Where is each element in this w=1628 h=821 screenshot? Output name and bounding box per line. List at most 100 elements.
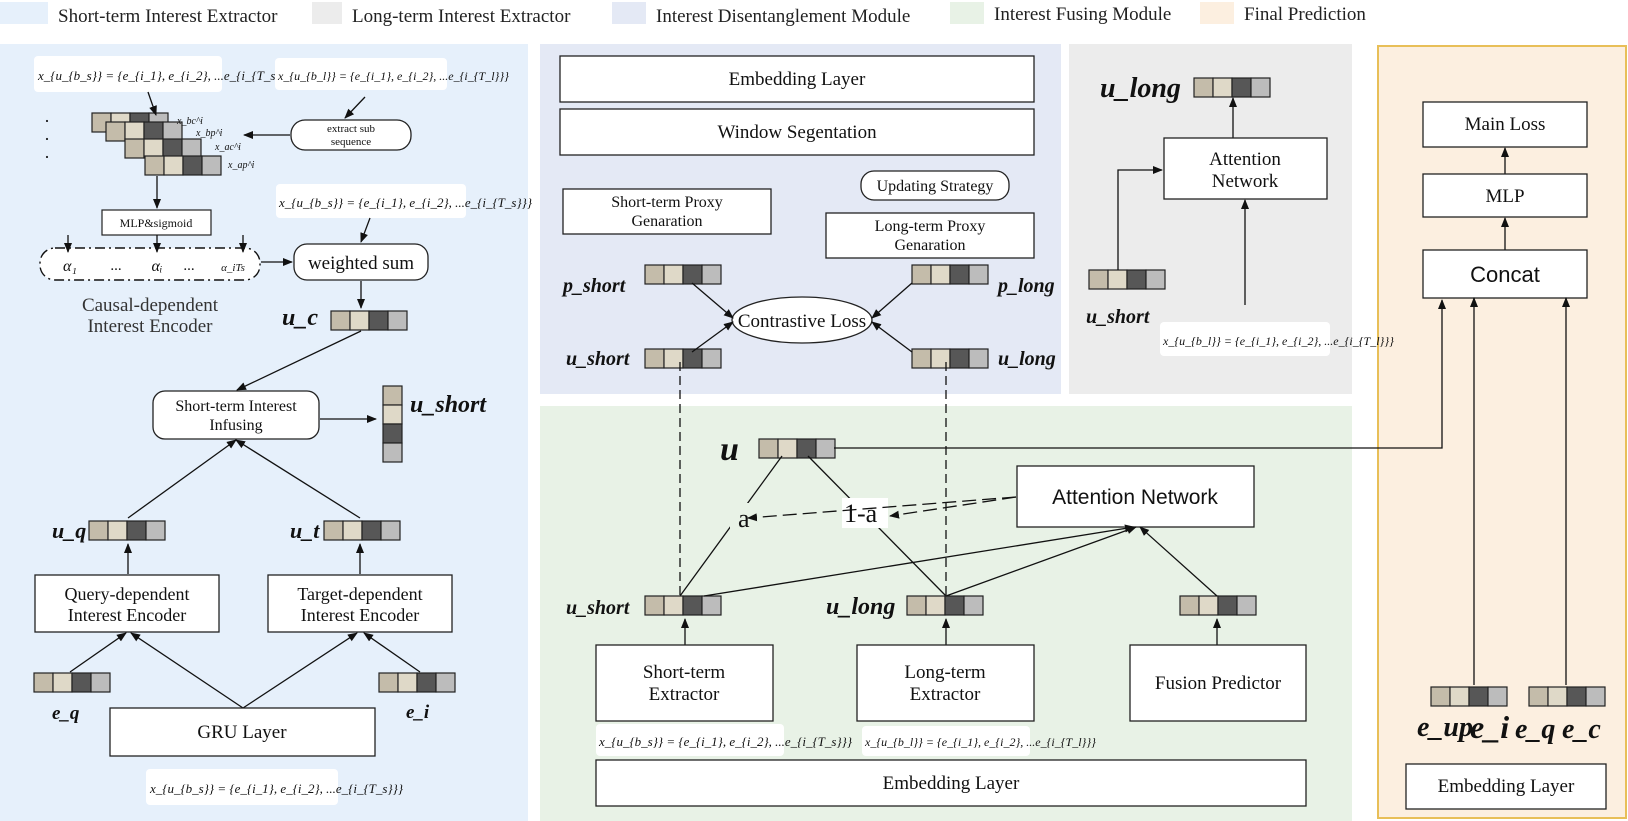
long-proxy-label-2: Genaration — [894, 237, 965, 254]
e-i-final-label: e_i — [1470, 709, 1509, 745]
attention-network-small — [1163, 137, 1328, 200]
stack-label-ac: x_ac^i — [214, 142, 241, 153]
vector-cell — [435, 672, 456, 693]
u-short-left-label: u_short — [410, 392, 487, 418]
seq-short-top: x_{u_{b_s}} = {e_{i_1}, e_{i_2}, ...e_{i… — [37, 68, 292, 83]
vector-cell — [52, 672, 73, 693]
u-fused-label: u — [720, 431, 739, 468]
vector-cell — [330, 310, 351, 331]
vector-cell — [105, 121, 126, 142]
u-short-long-panel-label: u_short — [1086, 306, 1151, 328]
vector-cell — [663, 264, 684, 285]
concat-label: Concat — [1470, 262, 1540, 287]
p-long-vector — [911, 264, 989, 285]
main-loss-label: Main Loss — [1465, 114, 1546, 135]
stack-label-bc: x_bc^i — [176, 116, 203, 127]
u-long-top-vector — [1193, 77, 1271, 98]
vector-cell — [701, 264, 722, 285]
vector-cell — [1198, 595, 1219, 616]
u-fused-vector — [758, 438, 836, 459]
short-term-infusing-box — [152, 390, 320, 440]
query-encoder-label-1: Query-dependent — [65, 584, 190, 604]
vector-cell — [182, 155, 203, 176]
vector-cell — [644, 264, 665, 285]
legend-swatch-disentangle — [612, 2, 646, 24]
short-proxy-box — [562, 188, 772, 235]
fusion-predictor-box — [1129, 644, 1307, 722]
vector-cell — [181, 138, 202, 159]
target-encoder-label-1: Target-dependent — [297, 584, 422, 604]
query-encoder-label-2: Interest Encoder — [68, 605, 186, 625]
seq-long-fusing: x_{u_{b_l}} = {e_{i_1}, e_{i_2}, ...e_{i… — [864, 735, 1096, 749]
attention-network-fusing — [1016, 465, 1255, 528]
legend: Short-term Interest Extractor Long-term … — [0, 2, 1366, 27]
vector-cell — [107, 520, 128, 541]
seq-long-top-bg — [275, 58, 447, 90]
legend-long-label: Long-term Interest Extractor — [352, 6, 571, 27]
attention-network-fusing-label: Attention Network — [1052, 486, 1218, 509]
p-short-vector — [644, 264, 722, 285]
e-c-vector — [1528, 686, 1606, 707]
vector-cell — [88, 520, 109, 541]
e-q-label: e_q — [52, 703, 80, 724]
vector-cell — [949, 264, 970, 285]
attention-small-label-2: Network — [1212, 171, 1279, 192]
short-term-extractor-box — [595, 644, 774, 722]
embedding-layer-top-label: Embedding Layer — [729, 69, 866, 90]
u-q-label: u_q — [52, 518, 86, 543]
target-encoder-box — [267, 574, 453, 633]
vector-cell — [911, 264, 932, 285]
vector-cell — [1088, 269, 1109, 290]
short-infusing-label-2: Infusing — [209, 417, 262, 434]
vector-cell — [145, 520, 166, 541]
extract-sub-label-2: sequence — [331, 136, 371, 148]
vector-cell — [382, 385, 403, 406]
mlp-sigmoid-box — [101, 209, 212, 236]
embedding-layer-final-label: Embedding Layer — [1438, 776, 1575, 797]
vector-cell — [968, 348, 989, 369]
vector-cell — [1107, 269, 1128, 290]
alpha-dots-2: ... — [183, 258, 194, 274]
u-long-fusing-vector — [906, 595, 984, 616]
long-proxy-label-1: Long-term Proxy — [875, 218, 986, 235]
short-infusing-label-1: Short-term Interest — [175, 398, 297, 415]
vector-cell — [1126, 269, 1147, 290]
vector-cell — [378, 672, 399, 693]
vector-cell — [1468, 686, 1489, 707]
e-i-vector — [378, 672, 456, 693]
u-short-fusing-label: u_short — [566, 597, 631, 619]
causal-encoder-title-2: Interest Encoder — [87, 316, 213, 337]
u-short-fusing-vector — [644, 595, 722, 616]
vector-cell — [682, 264, 703, 285]
vector-cell — [930, 348, 951, 369]
vector-cell — [796, 438, 817, 459]
legend-swatch-fusing — [950, 2, 984, 24]
seq-short-fusing: x_{u_{b_s}} = {e_{i_1}, e_{i_2}, ...e_{i… — [598, 734, 853, 749]
vector-cell — [382, 423, 403, 444]
vector-cell — [368, 310, 389, 331]
legend-final-label: Final Prediction — [1244, 4, 1366, 25]
vector-cell — [777, 438, 798, 459]
alpha-1: α₁ — [63, 258, 77, 275]
short-extractor-label-1: Short-term — [643, 662, 726, 683]
vector-cell — [124, 121, 145, 142]
fusion-predictor-label: Fusion Predictor — [1155, 673, 1282, 694]
vector-cell — [1547, 686, 1568, 707]
window-segmentation — [559, 108, 1035, 156]
vector-cell — [682, 595, 703, 616]
vector-cell — [758, 438, 779, 459]
legend-disentangle-label: Interest Disentanglement Module — [656, 6, 910, 27]
final-prediction: Main Loss MLP Concat e_up e_i e_q e_c Em… — [1405, 101, 1607, 810]
u-q-vector — [88, 520, 166, 541]
vector-cell — [949, 348, 970, 369]
stacked-subsequence-vectors — [91, 112, 222, 176]
vector-cell — [1236, 595, 1257, 616]
vector-cell — [124, 138, 145, 159]
contrastive-loss-label: Contrastive Loss — [738, 311, 866, 332]
vector-cell — [416, 672, 437, 693]
seq-short-mid-bg — [276, 184, 466, 218]
vector-cell — [1193, 77, 1214, 98]
gru-layer-box — [109, 707, 376, 757]
long-proxy-box — [825, 212, 1035, 259]
ellipsis-dot-2: · — [44, 129, 50, 149]
